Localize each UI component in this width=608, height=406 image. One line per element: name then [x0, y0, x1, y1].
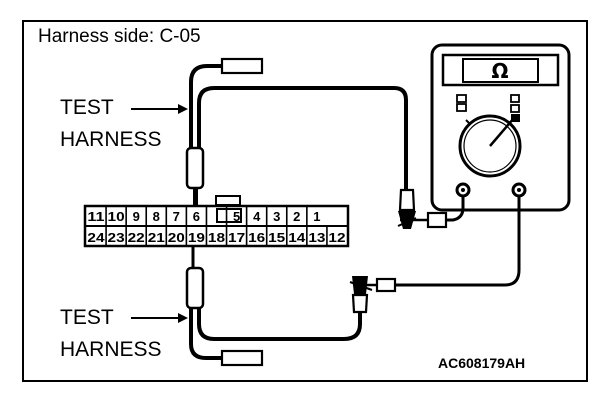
pin-11: 11: [87, 209, 104, 224]
pin-14: 14: [288, 230, 306, 245]
pin-6: 6: [193, 209, 200, 224]
label-arrows: [131, 104, 188, 323]
figure-code: AC608179AH: [438, 355, 526, 371]
pin-17: 17: [228, 230, 245, 245]
figure-caption: Harness side: C-05: [38, 26, 201, 47]
upper-test-harness: [185, 57, 408, 207]
pin-15: 15: [268, 230, 285, 245]
pin-19: 19: [188, 230, 205, 245]
label-test-bottom: TEST: [60, 306, 114, 329]
pin-12: 12: [328, 230, 345, 245]
label-harness-bottom: HARNESS: [60, 338, 162, 361]
pin-9: 9: [133, 209, 140, 224]
pin-21: 21: [148, 230, 165, 245]
upper-probe-clip: [397, 188, 417, 229]
pin-23: 23: [108, 230, 125, 245]
pin-13: 13: [308, 230, 325, 245]
lower-test-harness: [185, 246, 362, 367]
pin-24: 24: [87, 230, 105, 245]
pin-8: 8: [153, 209, 160, 224]
label-test-top: TEST: [60, 96, 114, 119]
pin-7: 7: [173, 209, 180, 224]
pin-1: 1: [313, 209, 320, 224]
pin-10: 10: [108, 209, 125, 224]
pin-20: 20: [168, 230, 185, 245]
label-harness-top: HARNESS: [60, 128, 162, 151]
pin-2: 2: [293, 209, 300, 224]
pin-22: 22: [128, 230, 145, 245]
pin-18: 18: [208, 230, 225, 245]
ohm-symbol: Ω: [491, 59, 508, 83]
pin-3: 3: [273, 209, 280, 224]
multimeter: Ω: [430, 43, 571, 212]
pin-4: 4: [253, 209, 261, 224]
pin-16: 16: [248, 230, 265, 245]
lower-probe-clip: [349, 276, 373, 314]
pin-5: 5: [233, 209, 240, 224]
